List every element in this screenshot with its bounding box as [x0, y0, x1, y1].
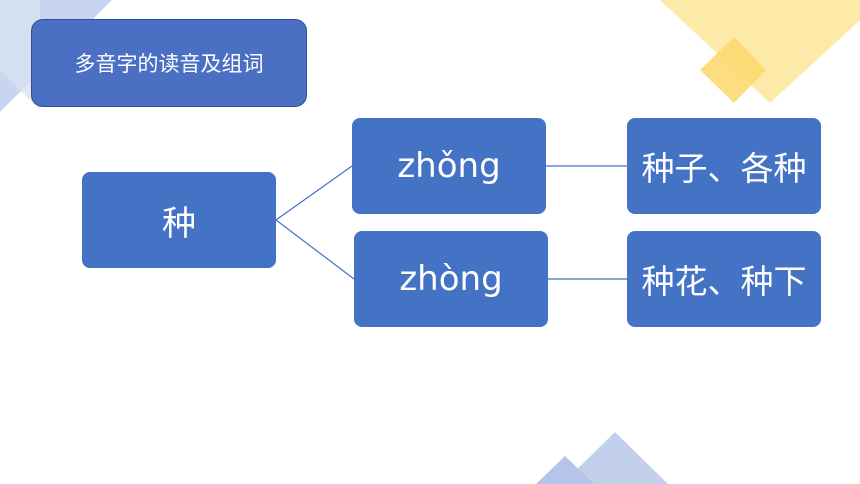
reading-1-words: 种子、各种	[641, 149, 807, 188]
page-title-text: 多音字的读音及组词	[74, 52, 264, 76]
deco-blue-bottom-small	[536, 456, 594, 484]
deco-blue-top-left-light	[0, 0, 40, 110]
root-character-node: 种	[82, 172, 276, 268]
reading-2-words: 种花、种下	[641, 262, 807, 301]
reading-2-pinyin: zhòng	[399, 259, 503, 299]
reading-1-pinyin: zhǒng	[397, 146, 501, 186]
deco-yellow-diamond	[700, 37, 766, 103]
page-title: 多音字的读音及组词	[31, 19, 307, 107]
words-node-1: 种子、各种	[627, 118, 821, 214]
reading-node-2: zhòng	[354, 231, 548, 327]
connector-root-to-reading-1	[275, 165, 353, 221]
deco-yellow-top-right	[660, 0, 860, 103]
root-character-label: 种	[162, 203, 196, 244]
words-node-2: 种花、种下	[627, 231, 821, 327]
reading-node-1: zhǒng	[352, 118, 546, 214]
connector-root-to-reading-2	[275, 219, 355, 280]
deco-blue-bottom-large	[562, 432, 668, 484]
